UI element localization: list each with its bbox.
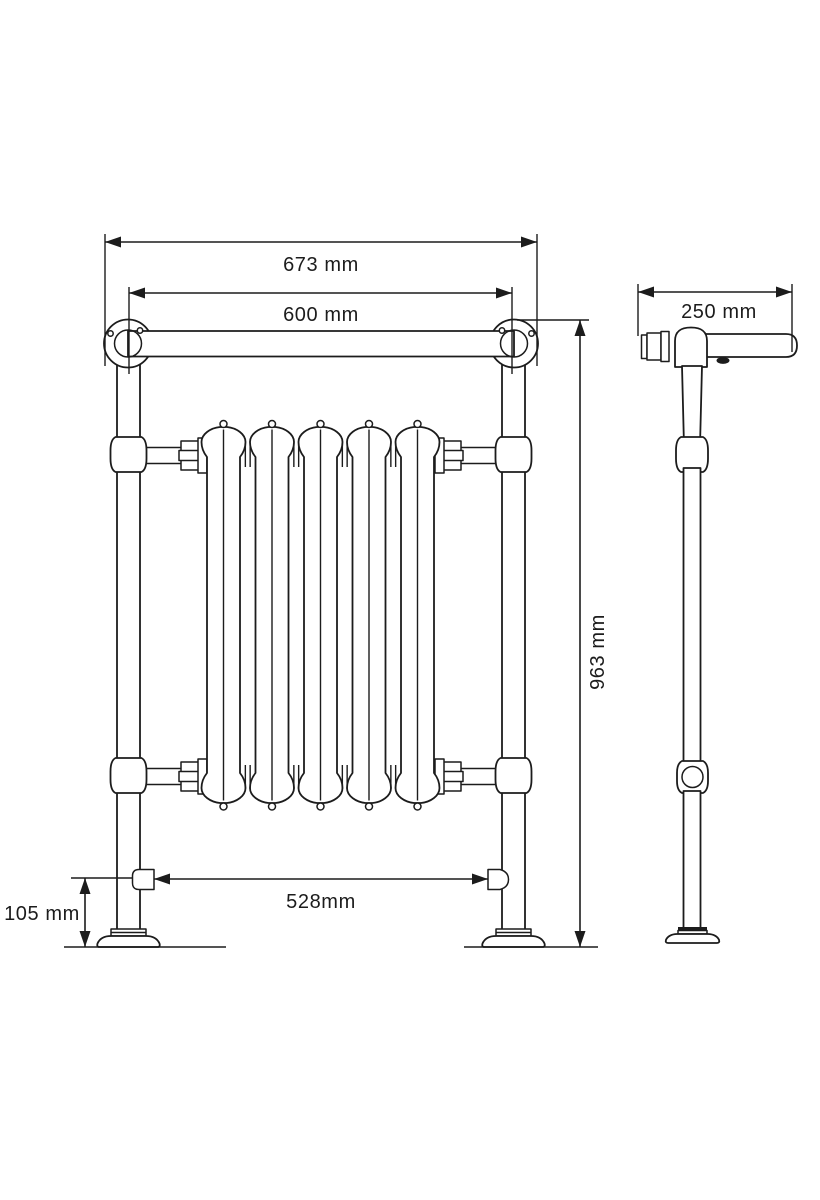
cross-joint xyxy=(494,436,533,473)
joint-port xyxy=(681,765,704,789)
column-nipples xyxy=(219,419,422,811)
dim-valve-spacing: 528mm xyxy=(154,873,488,913)
foot-base xyxy=(481,935,546,948)
feet xyxy=(96,928,546,948)
cross-joint xyxy=(494,757,533,794)
towel-rail-bar xyxy=(103,318,539,369)
post-lower xyxy=(682,790,702,930)
dimension-label: 673 mm xyxy=(283,254,359,276)
foot-base xyxy=(96,935,161,948)
air-vent-plug xyxy=(716,357,730,364)
cross-joint xyxy=(109,757,148,794)
side-t-joint xyxy=(674,326,708,368)
dimension-label: 963 mm xyxy=(587,614,609,690)
dim-rail-width: 600 mm xyxy=(128,287,513,374)
radiator-connections xyxy=(138,437,504,795)
side-view: 250 mm xyxy=(637,284,798,944)
post-middle xyxy=(682,467,702,766)
dimension-label: 600 mm xyxy=(283,304,359,326)
t-joint-body xyxy=(674,326,708,368)
side-foot xyxy=(664,927,721,944)
cross-joint xyxy=(109,436,148,473)
cross-joint xyxy=(675,436,709,473)
foot-base xyxy=(664,933,721,944)
flange-hub xyxy=(113,329,143,358)
rail-tube xyxy=(127,330,515,358)
wall-bracket xyxy=(640,330,670,363)
pipe-joints xyxy=(109,436,533,794)
bracket-arm xyxy=(646,332,662,361)
dimension-label: 105 mm xyxy=(4,903,80,925)
valve-boss-left xyxy=(131,868,155,891)
bracket-wall-plate xyxy=(640,334,648,360)
foot-ring xyxy=(678,927,707,931)
front-view: 673 mm 600 mm 963 mm 528mm 105 mm xyxy=(4,234,609,948)
column-necks xyxy=(244,443,397,789)
side-rail xyxy=(699,333,798,358)
screw-hole xyxy=(136,327,144,334)
dimension-label: 528mm xyxy=(286,891,356,913)
side-post xyxy=(675,365,709,930)
flange-hub xyxy=(499,329,529,358)
air-vent xyxy=(716,357,730,364)
valve-boss-right xyxy=(487,868,510,891)
dimension-label: 250 mm xyxy=(681,301,757,323)
dim-valve-height: 105 mm xyxy=(4,877,133,947)
valve-bosses xyxy=(131,868,510,891)
radiator-core xyxy=(200,419,441,811)
bracket-collar xyxy=(660,330,670,363)
post-upper xyxy=(681,365,703,439)
dim-depth: 250 mm xyxy=(637,284,793,352)
rail-tube-side xyxy=(699,333,798,358)
dim-overall-height: 963 mm xyxy=(517,319,609,947)
screw-hole xyxy=(107,330,114,337)
dim-overall-width: 673 mm xyxy=(104,234,538,366)
screw-hole xyxy=(528,330,535,337)
screw-hole xyxy=(498,327,506,334)
